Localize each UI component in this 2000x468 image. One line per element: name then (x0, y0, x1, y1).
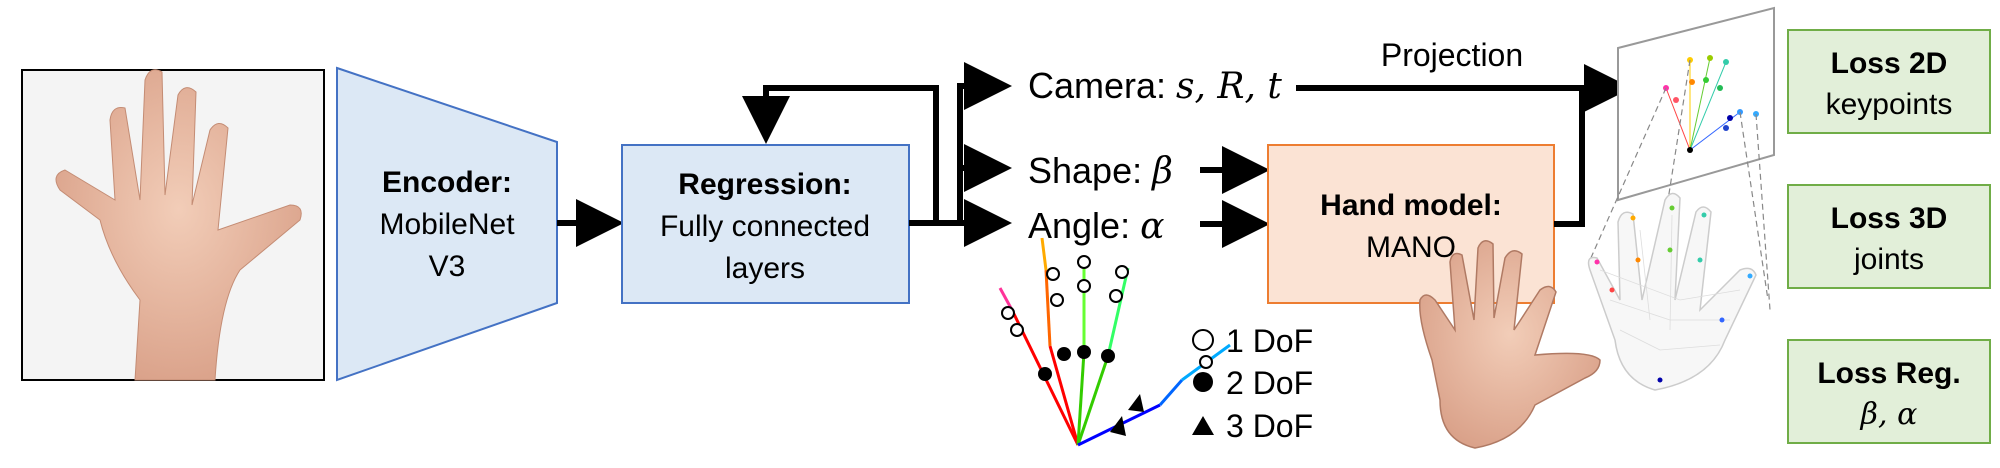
legend-dof2-label: 2 DoF (1226, 365, 1313, 401)
regression-line1: Fully connected (660, 210, 870, 243)
mano-hand-render (1419, 240, 1601, 449)
dof2-joint (1057, 347, 1071, 361)
legend-dof2-symbol (1193, 372, 1213, 392)
encoder-shape (336, 66, 558, 382)
dof3-joint (1128, 394, 1144, 412)
legend-dof1-label: 1 DoF (1226, 323, 1313, 359)
kinematic-skeleton (998, 237, 1231, 447)
input-hand-photo (21, 69, 325, 381)
encoder-line1: MobileNet (379, 208, 515, 241)
projection-plane (1617, 6, 1775, 202)
regression-line2: layers (725, 252, 805, 285)
hand-model-subtitle: MANO (1366, 231, 1456, 264)
loss-2d-box (1787, 29, 1991, 134)
loss-reg-title: Loss Reg. (1817, 357, 1960, 390)
dof3-joint (1110, 416, 1126, 436)
loss-reg-box (1787, 339, 1991, 444)
legend-dof3-label: 3 DoF (1226, 408, 1313, 444)
dof1-joint (1109, 289, 1123, 303)
loss-3d-title: Loss 3D (1831, 202, 1948, 235)
dof1-joint (1046, 267, 1060, 281)
dof1-joint (1077, 279, 1091, 293)
dof2-joint (1101, 349, 1115, 363)
arrow-hand-model-to-projection (1554, 88, 1585, 227)
encoder-line2: V3 (429, 250, 466, 283)
legend-dof3-symbol (1192, 416, 1214, 435)
loss-2d-title: Loss 2D (1831, 47, 1948, 80)
encoder-title: Encoder: (382, 166, 512, 199)
camera-output-label: Camera: s, R, t (1028, 65, 1282, 107)
loss-reg-block: Loss Reg. β, α (1787, 339, 1991, 444)
dof2-joint (1038, 367, 1052, 381)
loss-2d-subtitle: keypoints (1826, 88, 1953, 121)
dof2-joint (1077, 345, 1091, 359)
dof-legend: 1 DoF 2 DoF 3 DoF (1192, 323, 1313, 444)
dof1-joint (1010, 323, 1024, 337)
dof1-joint (1077, 255, 1091, 269)
dof1-joint (1115, 265, 1129, 279)
hand-model-title: Hand model: (1320, 189, 1502, 222)
joints-3d (1594, 205, 1753, 383)
dof1-joint (1001, 306, 1015, 320)
regression-box (621, 144, 910, 304)
angle-output-label: Angle: α (1028, 205, 1164, 247)
loss-2d-block: Loss 2D keypoints (1787, 29, 1991, 134)
loss-3d-box (1787, 184, 1991, 289)
wireframe-hand-3d (1587, 192, 1757, 391)
loss-reg-subtitle: β, α (1860, 397, 1918, 432)
loss-3d-block: Loss 3D joints (1787, 184, 1991, 289)
regression-block: Regression: Fully connected layers (621, 144, 910, 304)
projection-guides (1589, 59, 1771, 311)
shape-output-label: Shape: β (1028, 150, 1173, 192)
dof1-joint (1050, 293, 1064, 307)
regression-title: Regression: (678, 168, 851, 201)
encoder-block: Encoder: MobileNet V3 (336, 66, 558, 382)
keypoints-2d (1663, 55, 1759, 153)
dof1-joint (1199, 355, 1213, 369)
projection-label: Projection (1381, 37, 1523, 73)
legend-dof1-symbol (1192, 329, 1214, 351)
loss-3d-subtitle: joints (1853, 243, 1924, 276)
